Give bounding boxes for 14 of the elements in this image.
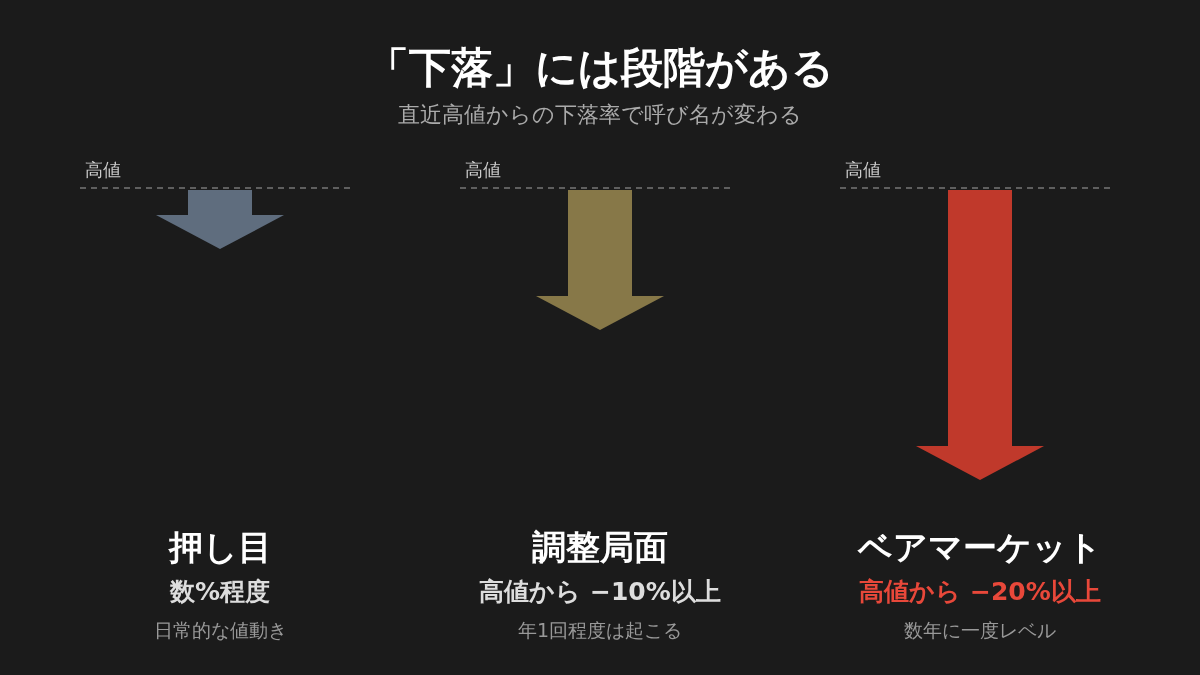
- frequency-note: 日常的な値動き: [153, 618, 287, 643]
- stage-name: 調整局面: [532, 526, 668, 569]
- frequency-note: 年1回程度は起こる: [517, 618, 683, 643]
- decline-rate: 数%程度: [169, 576, 271, 608]
- subtitle: 直近高値からの下落率で呼び名が変わる: [398, 101, 802, 129]
- high-price-label: 高値: [845, 158, 881, 182]
- decline-rate: 高値から −20%以上: [859, 576, 1101, 608]
- stage-name: ベアマーケット: [858, 526, 1102, 569]
- stage-name: 押し目: [168, 526, 272, 569]
- title: 「下落」には段階がある: [366, 42, 834, 94]
- frequency-note: 数年に一度レベル: [904, 618, 1056, 643]
- high-price-label: 高値: [465, 158, 501, 182]
- high-price-label: 高値: [85, 158, 121, 182]
- decline-rate: 高値から −10%以上: [479, 576, 721, 608]
